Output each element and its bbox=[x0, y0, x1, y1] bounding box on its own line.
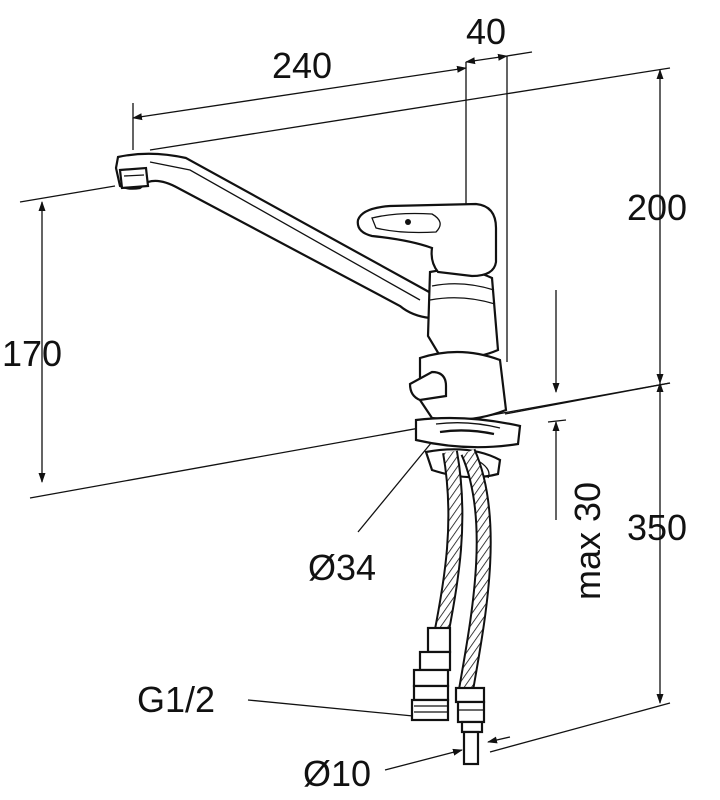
dim-d34-label: Ø34 bbox=[308, 547, 376, 588]
hose-fitting-left bbox=[410, 626, 452, 722]
dimension-40: 40 bbox=[465, 11, 533, 65]
dim-170-label: 170 bbox=[2, 333, 62, 374]
body-upper bbox=[426, 268, 500, 360]
extension-lines bbox=[19, 56, 671, 753]
hose-fitting-right bbox=[454, 686, 486, 766]
dim-40-label: 40 bbox=[466, 11, 506, 52]
spout bbox=[114, 152, 442, 320]
dim-max30-label: max 30 bbox=[567, 482, 608, 600]
dimension-170: 170 bbox=[2, 201, 62, 483]
base-plate bbox=[414, 416, 522, 449]
leader-d10: Ø10 bbox=[303, 736, 511, 794]
dim-240-label: 240 bbox=[272, 45, 332, 86]
lever-handle bbox=[356, 202, 498, 278]
dim-350-label: 350 bbox=[627, 507, 687, 548]
dim-d10-label: Ø10 bbox=[303, 753, 371, 794]
dim-g12-label: G1/2 bbox=[137, 679, 215, 720]
faucet-illustration bbox=[114, 152, 522, 766]
dimension-350: 350 bbox=[627, 382, 687, 704]
dimension-240: 240 bbox=[132, 45, 467, 121]
copper-pipe bbox=[462, 730, 480, 766]
dimension-max30: max 30 bbox=[547, 290, 608, 600]
leader-g12: G1/2 bbox=[137, 679, 414, 720]
dimension-200: 200 bbox=[627, 69, 687, 384]
hose-right bbox=[460, 449, 490, 692]
hose-left bbox=[434, 450, 462, 642]
leader-d34: Ø34 bbox=[308, 419, 451, 588]
dim-200-label: 200 bbox=[627, 187, 687, 228]
